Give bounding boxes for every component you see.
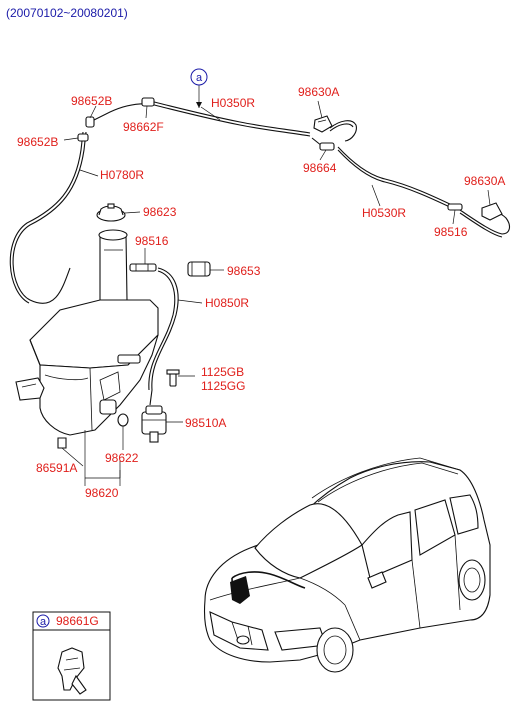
reservoir-cap-98623-icon	[96, 203, 126, 222]
inset-part-number: 98661G	[56, 614, 99, 628]
date-range: (20070102~20080201)	[6, 6, 128, 20]
label-98653: 98653	[227, 264, 261, 278]
connector-98664-icon	[319, 142, 335, 151]
clip-98652b-top-icon	[85, 116, 95, 128]
connector-98516-left-icon	[129, 263, 157, 272]
label-98662f: 98662F	[123, 120, 164, 134]
washer-reservoir-98620-icon	[15, 229, 159, 449]
clip-98652b-side-icon	[77, 133, 89, 142]
label-98664: 98664	[303, 161, 337, 175]
vehicle-illustration	[203, 457, 491, 673]
label-1125gb: 1125GB	[201, 365, 244, 379]
connector-98516-right-icon	[447, 203, 463, 211]
connector-98662f-icon	[141, 97, 155, 107]
label-h0780r: H0780R	[100, 168, 144, 182]
part-labels: 98652B 98652B 98662F H0350R 98630A 98664…	[17, 85, 505, 500]
label-98652b-top: 98652B	[71, 94, 112, 108]
label-98510a: 98510A	[185, 416, 226, 430]
label-98623: 98623	[143, 205, 177, 219]
label-1125gg: 1125GG	[201, 379, 245, 393]
bolt-1125gb-icon	[166, 369, 180, 387]
svg-text:a: a	[196, 72, 203, 84]
label-98516-left: 98516	[135, 234, 169, 248]
svg-text:a: a	[40, 616, 47, 628]
nozzle-98630a-top-icon	[313, 115, 333, 133]
label-98622: 98622	[105, 451, 139, 465]
grommet-98622-icon	[117, 413, 129, 427]
inset-98661g: a 98661G	[32, 611, 111, 701]
label-98630a-top: 98630A	[298, 85, 339, 99]
washer-hoses	[9, 100, 511, 406]
label-98516-right: 98516	[434, 225, 468, 239]
label-h0530r: H0530R	[362, 206, 406, 220]
label-98620: 98620	[85, 486, 119, 500]
callout-a: a	[190, 68, 208, 108]
label-86591a: 86591A	[36, 461, 77, 475]
clip-98661g-icon	[57, 647, 87, 695]
label-h0350r: H0350R	[211, 96, 255, 110]
label-98652b-side: 98652B	[17, 135, 58, 149]
washer-pump-98510a-icon	[141, 405, 167, 443]
leader-lines	[61, 85, 491, 486]
label-98630a-right: 98630A	[464, 174, 505, 188]
label-h0850r: H0850R	[205, 296, 249, 310]
nozzle-98630a-right-icon	[481, 202, 503, 221]
grommet-98653-icon	[187, 261, 211, 277]
